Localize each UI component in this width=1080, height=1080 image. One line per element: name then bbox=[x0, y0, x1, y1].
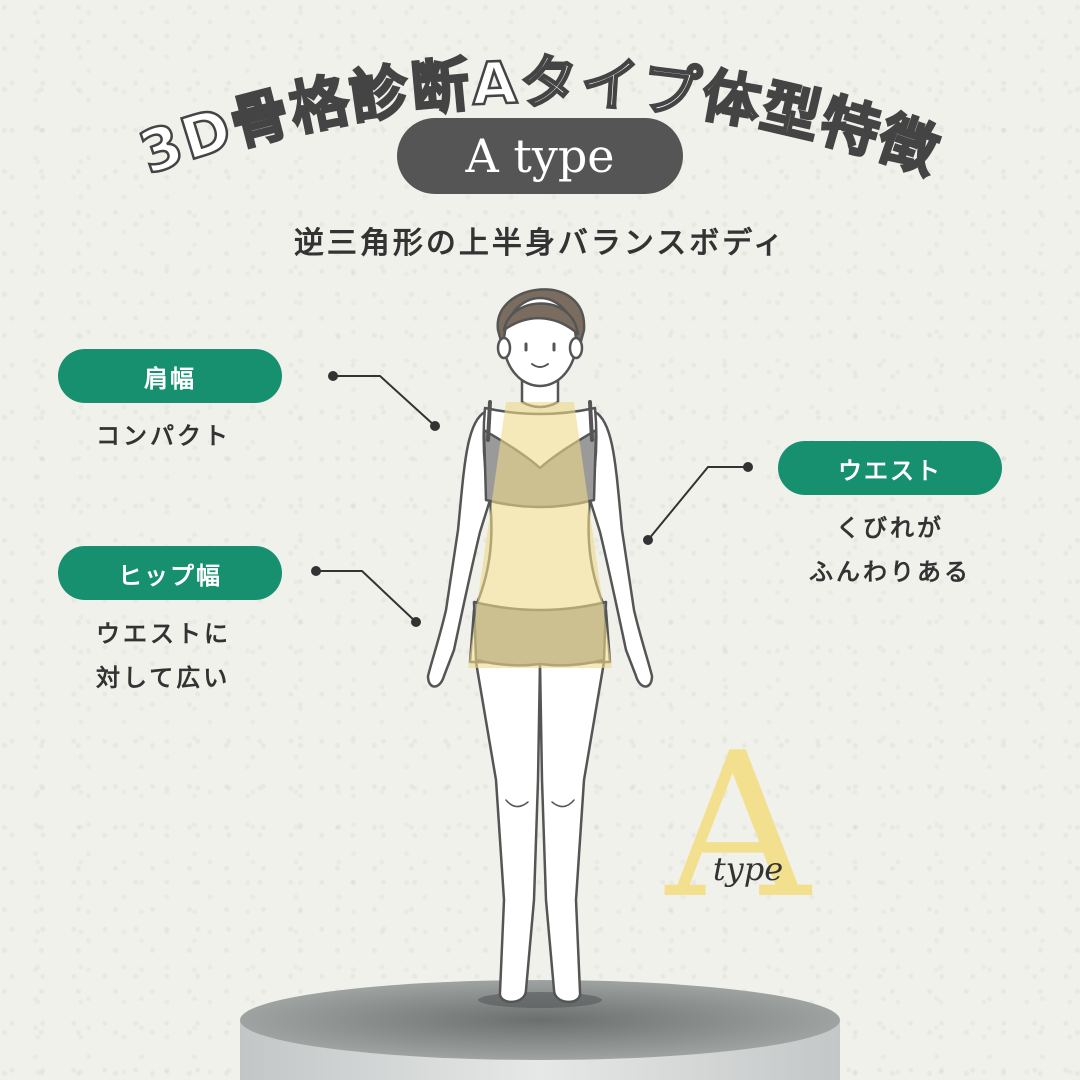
hip-description: ウエストに 対して広い bbox=[96, 612, 231, 700]
waist-label: ウエスト bbox=[838, 456, 942, 485]
type-badge-label: A type bbox=[465, 129, 615, 183]
hip-label: ヒップ幅 bbox=[118, 561, 222, 590]
waist-description-line: ふんわりある bbox=[809, 558, 971, 586]
shoulder-description: コンパクト bbox=[96, 414, 231, 458]
shoulder-description-line: コンパクト bbox=[96, 422, 231, 450]
pedestal bbox=[240, 980, 840, 1080]
leader-lines bbox=[311, 371, 753, 627]
logo-letter: A bbox=[664, 710, 813, 943]
subtitle: 逆三角形の上半身バランスボディ bbox=[293, 226, 787, 261]
type-badge: A type bbox=[397, 118, 683, 194]
waist-label-pill: ウエスト bbox=[778, 441, 1002, 495]
hip-description-line: ウエストに bbox=[96, 620, 231, 648]
shoulder-label-pill: 肩幅 bbox=[58, 349, 282, 403]
shoulder-label: 肩幅 bbox=[144, 364, 196, 393]
a-type-logo: A type bbox=[664, 710, 813, 943]
waist-description-line: くびれが bbox=[836, 514, 944, 542]
logo-word: type bbox=[713, 850, 783, 888]
shape-highlight bbox=[468, 402, 612, 668]
hip-label-pill: ヒップ幅 bbox=[58, 546, 282, 600]
hip-description-line: 対して広い bbox=[96, 664, 231, 692]
waist-description: くびれが ふんわりある bbox=[778, 506, 1002, 594]
